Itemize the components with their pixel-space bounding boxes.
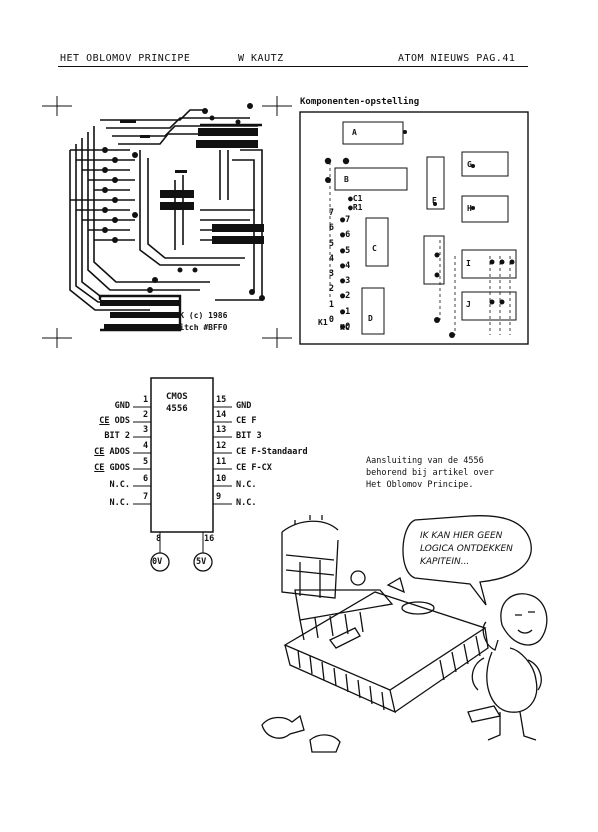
- pin16-circle: [193, 552, 213, 572]
- chip-left-pin-label: CE ADOS: [94, 447, 130, 457]
- character-head: [500, 593, 548, 646]
- chip-left-pins: [133, 406, 151, 505]
- component-label-i: I: [466, 259, 471, 268]
- chip-left-pin-label: N.C.: [109, 498, 130, 508]
- chip-left-pin-number: 7: [143, 492, 149, 502]
- component-wires: [329, 162, 511, 335]
- component-label-b: B: [344, 175, 349, 184]
- chip-right-pin-number: 12: [216, 441, 227, 451]
- header-author: W KAUTZ: [238, 53, 284, 64]
- label-k1: K1: [318, 318, 328, 327]
- component-label-e: E: [432, 196, 437, 205]
- component-holes: [324, 130, 515, 338]
- label-kc: KC: [340, 323, 350, 332]
- component-d-ic: [361, 287, 385, 335]
- pin8-label: 0V: [152, 557, 163, 567]
- component-c-ic: [365, 217, 389, 267]
- chip-right-pin-number: 10: [216, 474, 227, 484]
- component-label-j: J: [466, 300, 471, 309]
- chip-body: [150, 377, 214, 533]
- chip-left-pin-number: 4: [143, 441, 149, 451]
- chip-right-pin-label: N.C.: [236, 498, 257, 508]
- pcb-ground-traces: [98, 123, 262, 332]
- header-rule: [58, 66, 528, 67]
- component-b: [334, 167, 408, 191]
- component-h: [461, 195, 509, 223]
- components-frame: [299, 111, 529, 345]
- chip-left-pin-number: 2: [143, 410, 149, 420]
- component-i: [461, 249, 517, 279]
- chip-right-pin-label: BIT 3: [236, 431, 262, 441]
- component-f-ic: [423, 235, 445, 285]
- caption: Aansluiting van de 4556 behorend bij art…: [366, 456, 494, 490]
- component-j: [461, 291, 517, 321]
- chip-right-pins: [213, 406, 232, 505]
- chip-right-pin-number: 11: [216, 457, 227, 467]
- marker-c1: ●C1: [348, 194, 363, 203]
- header-right: ATOM NIEUWS PAG.41: [398, 53, 516, 64]
- header-left: HET OBLOMOV PRINCIPE: [60, 53, 191, 64]
- switch-numbers: 7 6 5 4 3 2 1 0: [328, 208, 334, 326]
- chip-name-2: 4556: [166, 404, 188, 414]
- pin8-circle: [150, 552, 170, 572]
- chip-right-pin-label: CE F-CX: [236, 463, 272, 473]
- component-a: [342, 121, 404, 145]
- chip-right-pin-label: CE F: [236, 416, 257, 426]
- chip-left-pin-number: 6: [143, 474, 149, 484]
- chip-right-pin-number: 14: [216, 410, 227, 420]
- chip-left-pin-label: GND: [114, 401, 130, 411]
- component-label-h: H: [467, 204, 472, 213]
- speech-text: IK KAN HIER GEEN LOGICA ONTDEKKEN KAPITE…: [420, 531, 513, 567]
- chip-left-pin-number: 3: [143, 425, 149, 435]
- pin8-num: 8: [156, 534, 162, 544]
- chip-right-pin-label: GND: [236, 401, 252, 411]
- pin16-num: 16: [204, 534, 215, 544]
- component-label-g: G: [467, 160, 472, 169]
- chip-right-pin-label: CE F-Standaard: [236, 447, 308, 457]
- components-title: Komponenten-opstelling: [300, 97, 420, 107]
- pcb-pads: [100, 103, 265, 330]
- chip-name-1: CMOS: [166, 392, 188, 402]
- component-e-ic: [426, 156, 445, 210]
- component-label-c: C: [372, 244, 377, 253]
- chip-left-pin-number: 1: [143, 395, 149, 405]
- chip-left-pin-label: CE GDOS: [94, 463, 130, 473]
- chip-left-pin-label: N.C.: [109, 480, 130, 490]
- pcb-subtitle: 8-Switch #BFF0: [160, 323, 228, 332]
- hole-numbers: ●7 ●6 ●5 ●4 ●3 ●2 ●1 ●0: [340, 215, 351, 333]
- pin16-label: 5V: [196, 557, 207, 567]
- component-g: [461, 151, 509, 177]
- speech-bubble: [402, 515, 532, 606]
- chip-left-pin-label: BIT 2: [104, 431, 130, 441]
- pcb-registration-marks: [42, 96, 292, 348]
- component-label-a: A: [352, 128, 357, 137]
- chip-right-pin-number: 13: [216, 425, 227, 435]
- cartoon-drawing: [261, 515, 548, 753]
- chip-right-pin-number: 9: [216, 492, 222, 502]
- pcb-copyright: KIWIK (c) 1986: [160, 311, 228, 320]
- big-chip-top: [283, 591, 487, 691]
- component-label-d: D: [368, 314, 373, 323]
- chip-left-pin-label: CE ODS: [99, 416, 130, 426]
- chip-right-pin-number: 15: [216, 395, 227, 405]
- chip-right-pin-label: N.C.: [236, 480, 257, 490]
- marker-r1: ●R1: [348, 203, 363, 212]
- chip-left-pin-number: 5: [143, 457, 149, 467]
